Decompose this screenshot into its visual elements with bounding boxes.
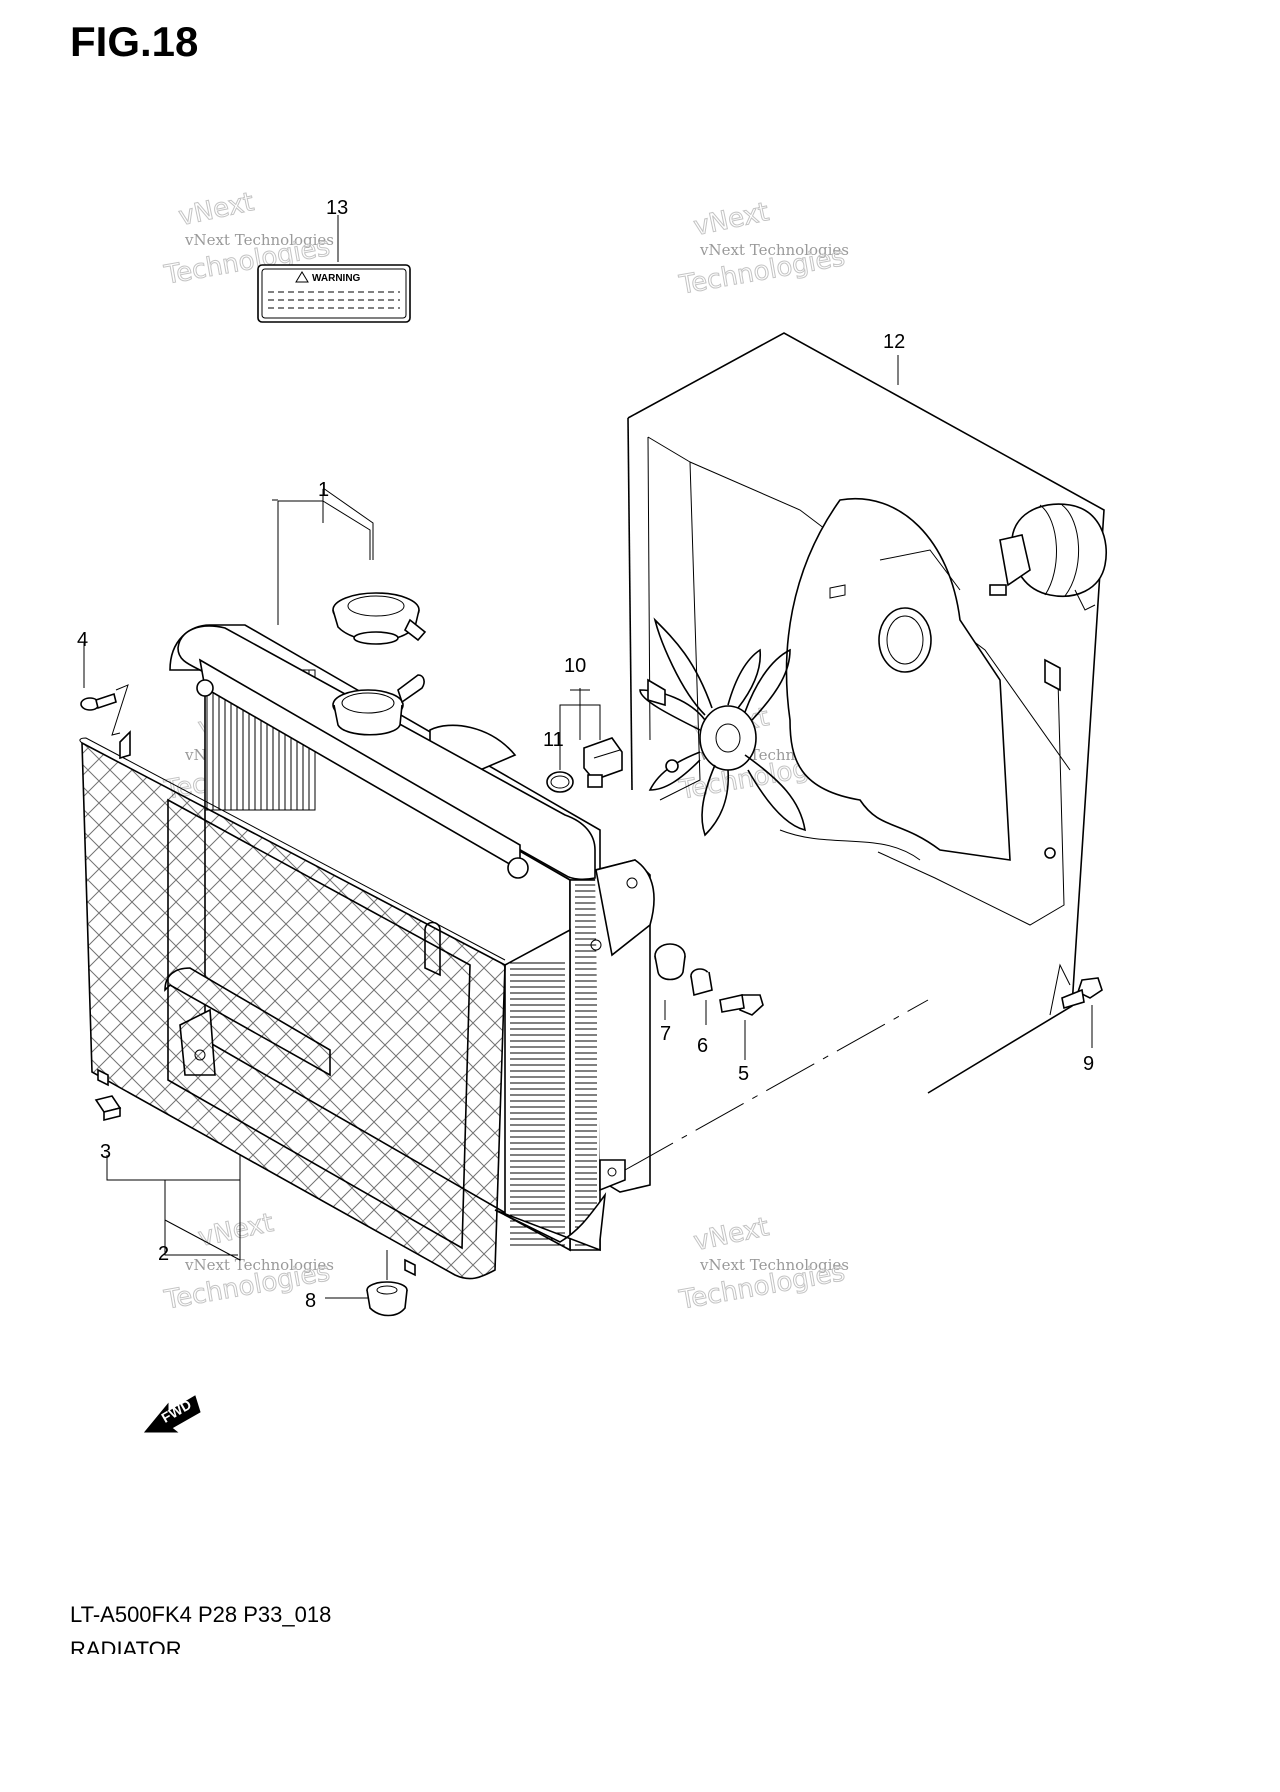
callout-5[interactable]: 5 [738,1063,749,1085]
radiator-guard-screen [79,730,506,1280]
callout-13[interactable]: 13 [326,197,348,219]
radiator-upper-tank [177,625,596,881]
guard-clip [94,1095,122,1122]
watermark-line1: vNext Technologies [184,231,334,249]
model-code: LT-A500FK4 P28 P33_018 [70,1602,332,1627]
callout-11[interactable]: 11 [543,729,564,751]
callout-7[interactable]: 7 [660,1023,671,1045]
mount-collar [690,968,713,997]
o-ring-gasket [546,771,574,793]
warning-label-part: WARNING [257,264,411,323]
watermark-bottom-center: vNext vNext Technologies Technologies [676,1212,849,1317]
callout-8[interactable]: 8 [305,1290,316,1312]
callout-4[interactable]: 4 [77,629,88,651]
grommet [366,1281,408,1317]
forward-direction-arrow-icon: FWD [143,1395,201,1433]
watermark-top-center: vNext vNext Technologies Technologies [676,197,849,302]
callout-12[interactable]: 12 [883,331,905,353]
leader-lines [83,215,1093,1299]
warning-label-text: WARNING [312,273,361,284]
watermark-tag: vNext [176,187,257,232]
fan-motor [989,503,1107,611]
watermark-line1: vNext Technologies [699,241,849,259]
fan-blade [639,617,806,837]
callout-9[interactable]: 9 [1083,1053,1094,1075]
callout-1[interactable]: 1 [318,479,329,501]
callout-labels: 1 2 3 4 5 6 7 8 9 10 11 12 13 [77,197,1094,1312]
callout-10[interactable]: 10 [564,655,586,677]
guard-bolt [80,684,129,736]
section-name: RADIATOR [70,1637,182,1654]
cooling-fan-assembly [627,332,1107,1094]
fan-thermo-switch [583,737,623,788]
shroud-bolt [1049,963,1103,1016]
callout-6[interactable]: 6 [697,1035,708,1057]
warning-triangle-icon [295,271,309,283]
figure-title: FIG.18 [70,18,199,65]
mount-bolt [719,994,764,1016]
callout-3[interactable]: 3 [100,1141,111,1163]
mount-cushion [654,943,686,981]
watermark-line1: vNext Technologies [699,1256,849,1274]
watermark-tag: vNext [196,1208,277,1253]
callout-2[interactable]: 2 [158,1243,169,1265]
radiator-cap [332,592,427,645]
watermark-top-left: vNext vNext Technologies Technologies [161,187,334,292]
watermark-tag: vNext [691,1212,772,1257]
watermark-line1: vNext Technologies [184,1256,334,1274]
watermark-tag: vNext [691,197,772,242]
